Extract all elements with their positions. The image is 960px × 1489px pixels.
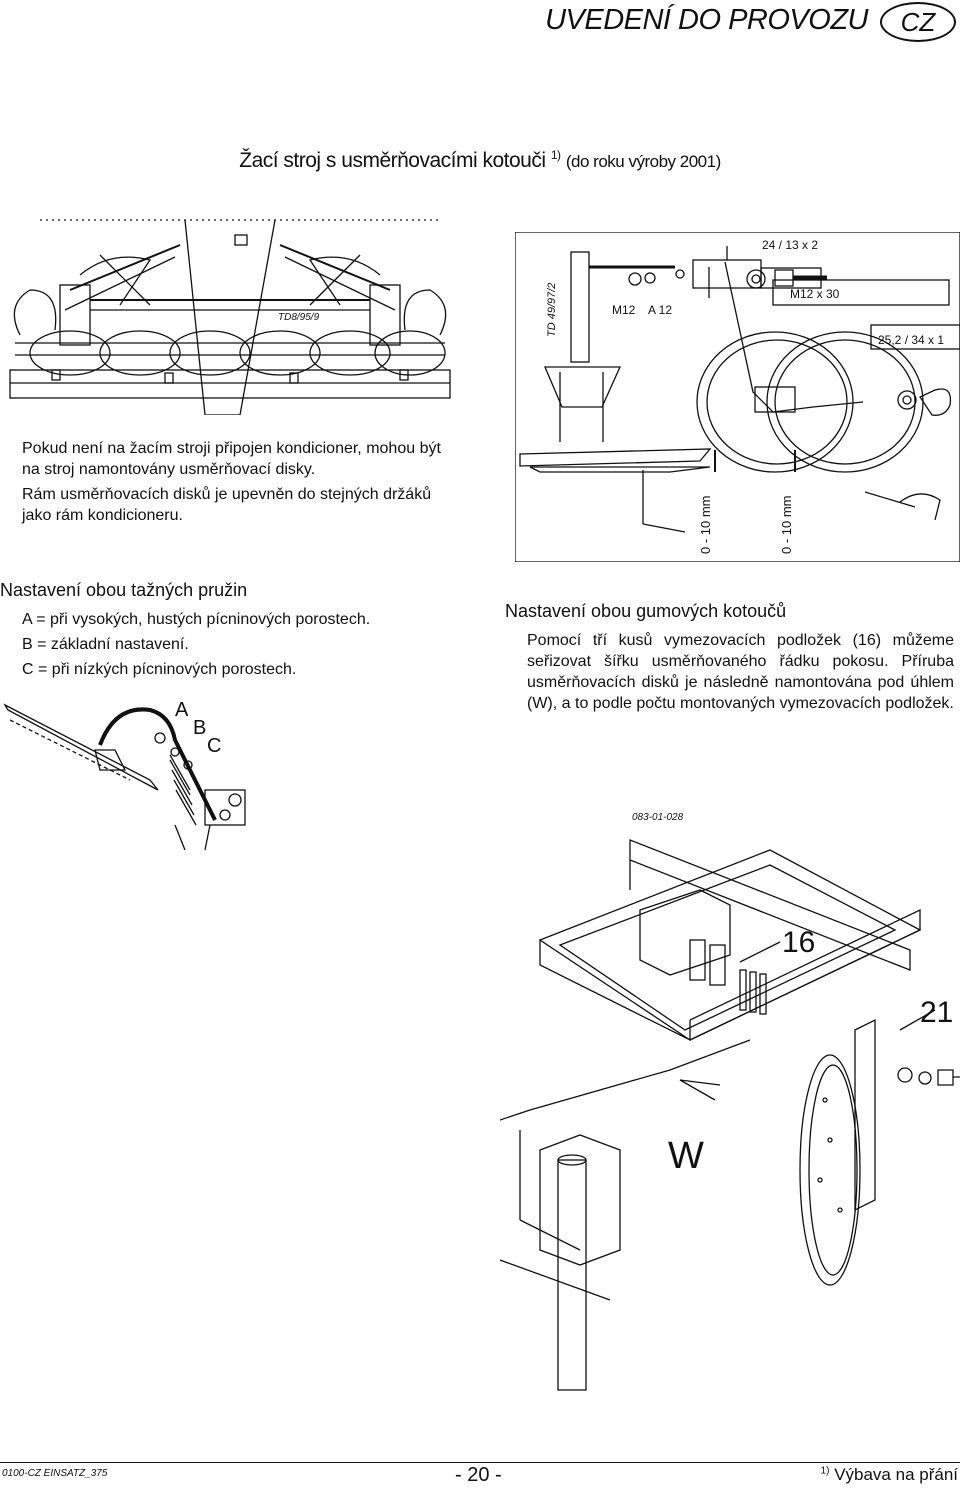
- footer-footnote-text: Výbava na přání: [834, 1465, 958, 1484]
- springs-item-b: B = základní nastavení.: [22, 636, 189, 653]
- section-subtitle: (do roku výroby 2001): [565, 152, 721, 171]
- footer-rule: [0, 1462, 960, 1463]
- label-nut-m12: M12: [612, 303, 636, 317]
- springs-item-a: A = při vysokých, hustých pícninových po…: [22, 611, 371, 628]
- label-angle-w: W: [668, 1135, 704, 1177]
- figure-disc-assembly: TD 49/97/2 24 / 13 x 2 M12 A 12 M12 x 30…: [515, 232, 960, 562]
- label-washer-25: 25,2 / 34 x 1: [878, 333, 944, 347]
- figure-frame-shims: 083-01-028 16 21 W: [500, 812, 960, 1391]
- label-bolt-m12x30: M12 x 30: [790, 287, 840, 301]
- page-number: - 20 -: [455, 1464, 502, 1486]
- spring-label-b: B: [193, 717, 206, 739]
- springs-heading: Nastavení obou tažných pružin: [0, 580, 248, 600]
- figure-mower-overview: TD8/95/9: [9, 219, 451, 415]
- figure-code-td8: TD8/95/9: [278, 312, 320, 323]
- spring-label-c: C: [207, 735, 221, 757]
- springs-item-c: C = při nízkých pícninových porostech.: [22, 661, 297, 678]
- footer-doc-code: 0100-CZ EINSATZ_375: [2, 1468, 108, 1479]
- figure-code-083: 083-01-028: [632, 812, 684, 823]
- section-title-text: Žací stroj s usměrňovacími kotouči: [239, 149, 546, 172]
- page-header-title: UVEDENÍ DO PROVOZU: [545, 4, 868, 36]
- footer-note: 1) Výbava na přání: [821, 1465, 958, 1485]
- language-badge: CZ: [880, 2, 956, 42]
- section-title: Žací stroj s usměrňovacími kotouči 1) (d…: [0, 148, 960, 173]
- label-gap-left: 0 - 10 mm: [698, 495, 713, 554]
- label-disc-21: 21: [920, 996, 953, 1029]
- intro-paragraph-1: Pokud není na žacím stroji připojen kond…: [22, 440, 441, 478]
- figure-code-td49: TD 49/97/2: [546, 283, 558, 337]
- label-washer-24: 24 / 13 x 2: [762, 238, 818, 252]
- figure-spring-settings: A B C: [3, 699, 246, 850]
- intro-paragraph-2: Rám usměrňovacích disků je upevněn do st…: [22, 486, 432, 524]
- label-washer-a12: A 12: [648, 303, 672, 317]
- footer-footnote-marker: 1): [820, 1465, 830, 1477]
- footnote-marker: 1): [550, 148, 561, 162]
- discs-paragraph: Pomocí tří kusů vymezovacích podložek (1…: [527, 632, 954, 712]
- discs-heading: Nastavení obou gumových kotoučů: [505, 601, 787, 621]
- label-shims-16: 16: [782, 926, 815, 959]
- spring-label-a: A: [175, 699, 189, 721]
- label-gap-right: 0 - 10 mm: [779, 495, 794, 554]
